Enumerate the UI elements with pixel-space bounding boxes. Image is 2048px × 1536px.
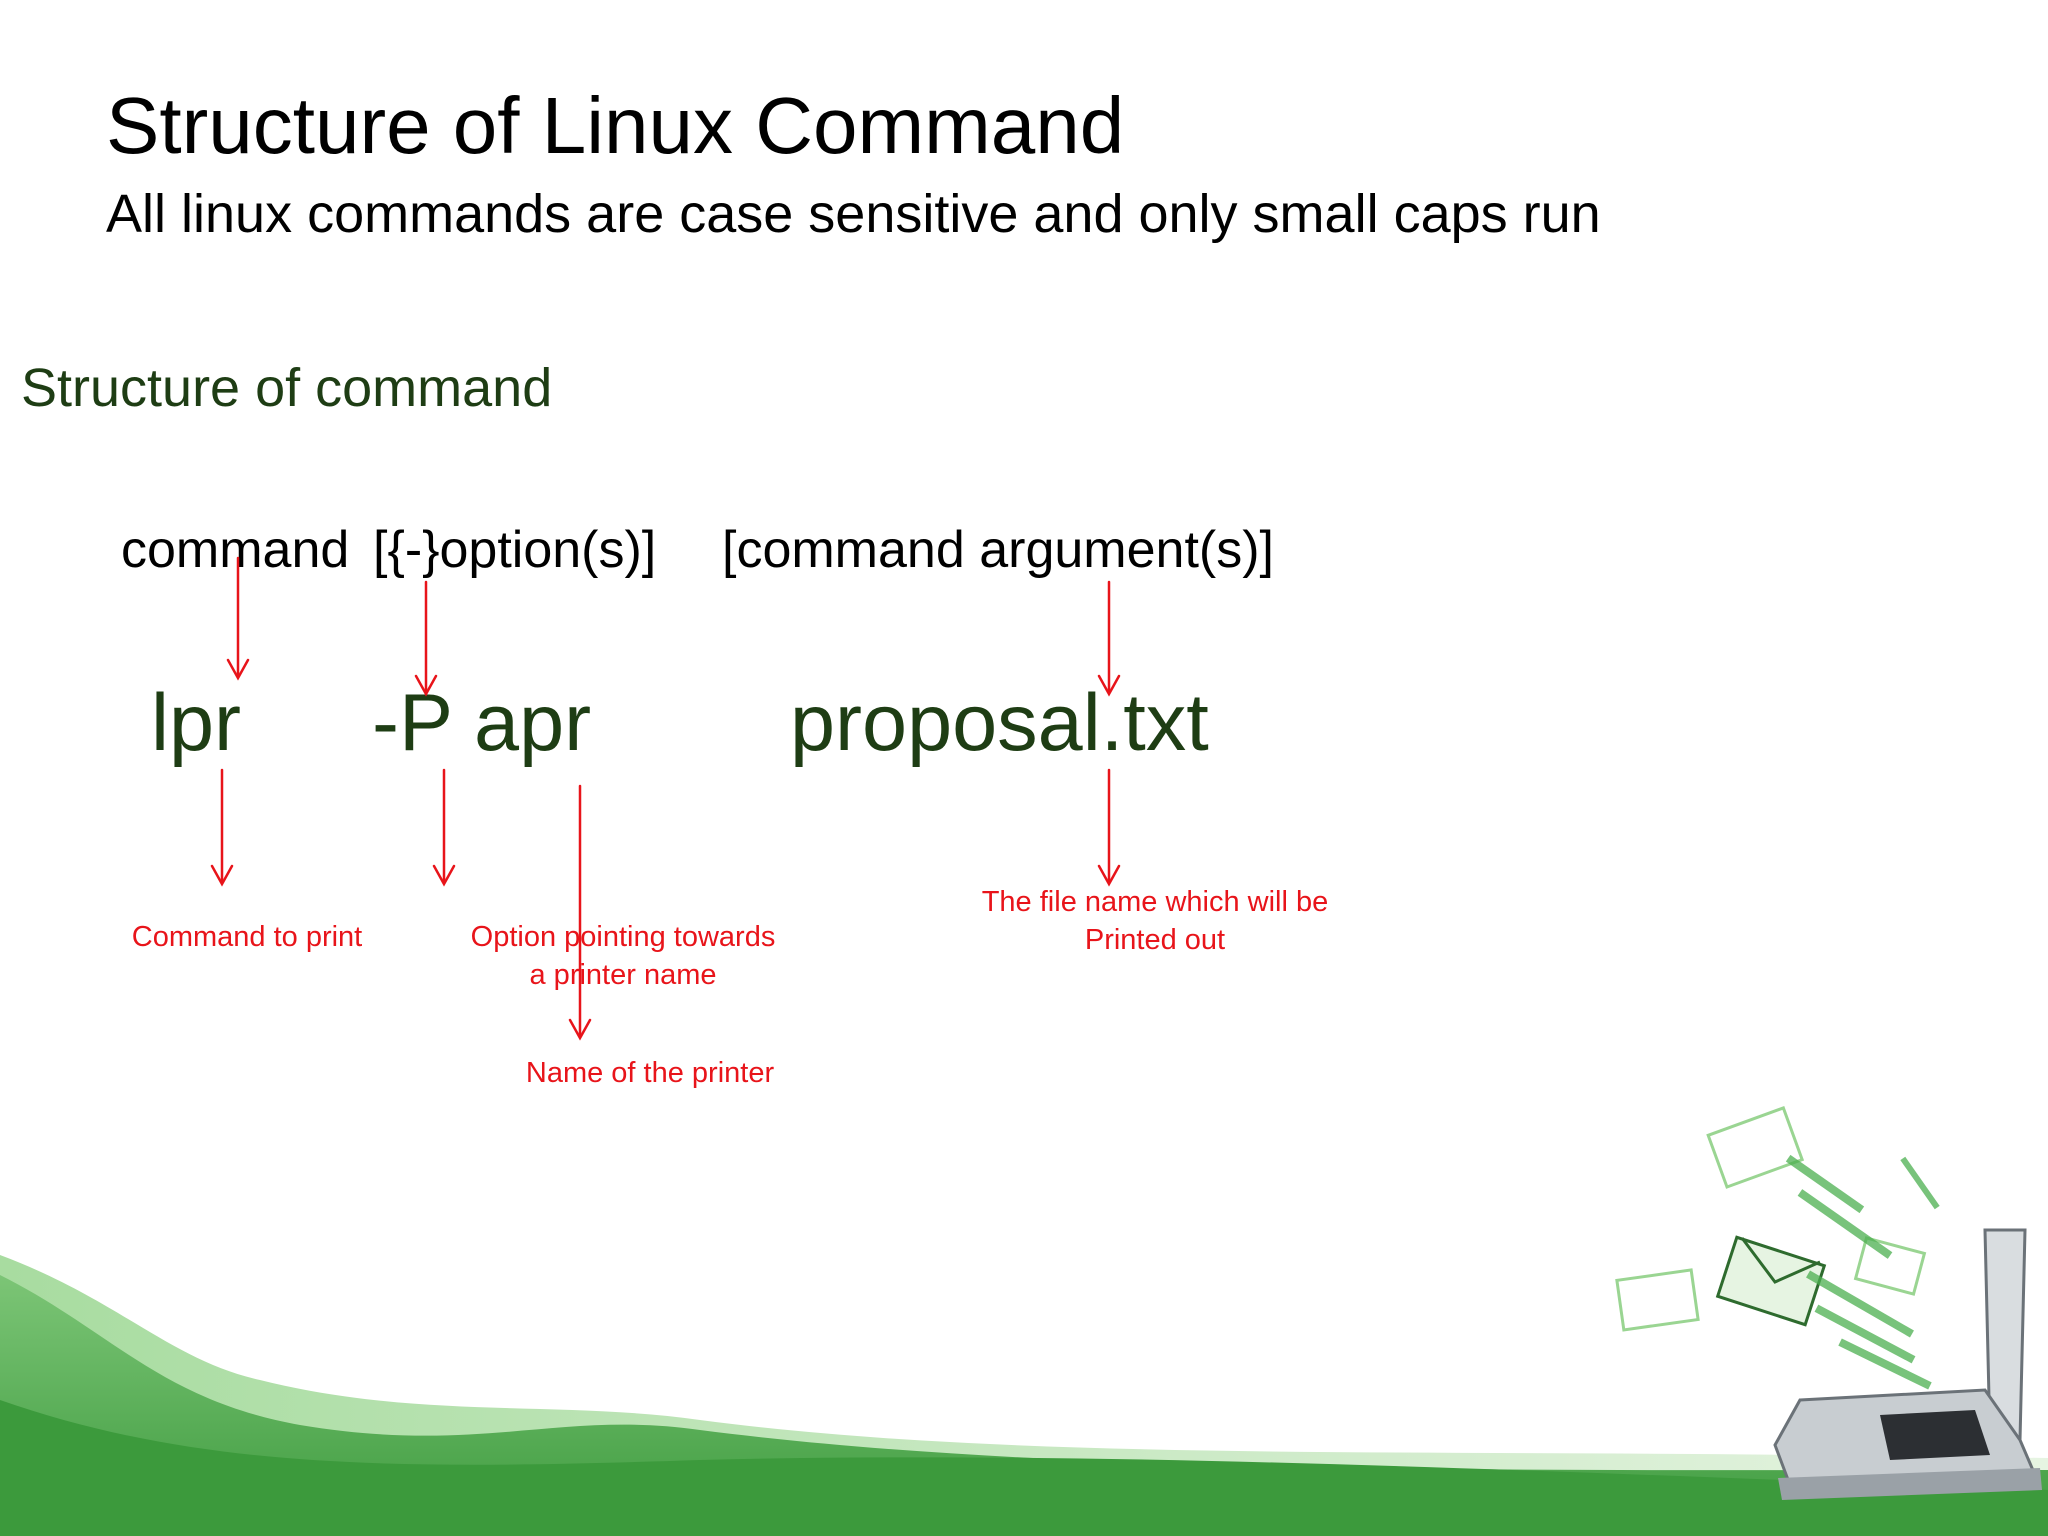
email-envelope-icon [1615, 1106, 1940, 1390]
arrow-P-to-note [432, 768, 456, 887]
arrow-argument-to-file [1097, 580, 1121, 697]
annotation-command: Command to print [95, 918, 399, 956]
arrow-lpr-to-note [210, 768, 234, 887]
green-wave [0, 1255, 2048, 1536]
annotation-file-line1: The file name which will be [981, 886, 1329, 918]
slide-title: Structure of Linux Command [106, 81, 1125, 170]
annotation-file: The file name which will be Printed out [940, 883, 1370, 959]
section-heading: Structure of command [21, 358, 553, 418]
annotation-option-line2: a printer name [529, 959, 717, 991]
arrow-command-to-lpr [226, 556, 250, 681]
example-argument: proposal.txt [790, 678, 1209, 768]
example-option: -P apr [372, 678, 592, 768]
arrow-option-to-P [414, 580, 438, 697]
example-command: lpr [151, 678, 242, 768]
annotation-printer-text: Name of the printer [525, 1057, 775, 1089]
syntax-options: [{-}option(s)] [373, 521, 657, 579]
arrow-file-to-note [1097, 768, 1121, 887]
syntax-command: command [121, 521, 350, 579]
laptop-illustration [1773, 1228, 2042, 1500]
arrow-apr-to-printer [568, 784, 592, 1041]
annotation-file-line2: Printed out [1084, 924, 1226, 956]
syntax-arguments: [command argument(s)] [722, 521, 1274, 579]
annotation-option-line1: Option pointing towards [470, 921, 776, 953]
slide-subtitle: All linux commands are case sensitive an… [106, 184, 1601, 244]
annotation-option: Option pointing towards a printer name [440, 918, 806, 994]
annotation-printer: Name of the printer [490, 1054, 810, 1092]
annotation-command-text: Command to print [131, 921, 363, 953]
